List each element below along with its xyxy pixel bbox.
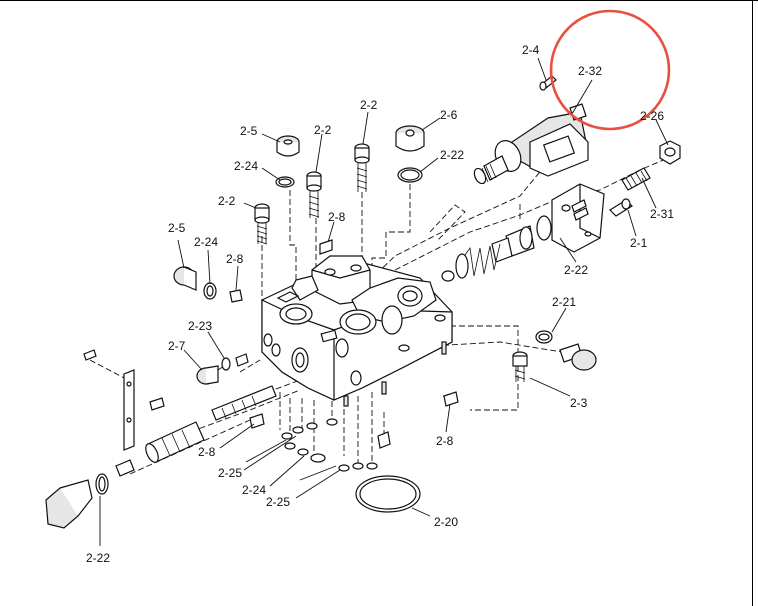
leader-lines — [99, 57, 669, 546]
label-2-24-left: 2-24 — [194, 235, 218, 249]
valve-body — [261, 255, 453, 407]
left-spool-assembly — [45, 349, 277, 529]
top-screws — [254, 125, 425, 255]
label-2-3: 2-3 — [570, 396, 588, 410]
label-2-8-top: 2-8 — [328, 210, 346, 224]
label-2-22-right: 2-22 — [564, 263, 588, 277]
label-2-6: 2-6 — [440, 108, 458, 122]
label-2-8-right: 2-8 — [436, 434, 454, 448]
label-2-5-left: 2-5 — [168, 221, 186, 235]
label-2-25-lower: 2-25 — [266, 495, 290, 509]
label-2-8-bottom-left: 2-8 — [198, 445, 216, 459]
label-2-8-left: 2-8 — [226, 252, 244, 266]
label-2-2-top: 2-2 — [360, 98, 378, 112]
label-2-2-left: 2-2 — [218, 194, 236, 208]
spring-spool-group — [441, 215, 552, 282]
label-2-2-middle: 2-2 — [314, 123, 332, 137]
right-border — [752, 0, 753, 606]
label-2-7: 2-7 — [168, 339, 186, 353]
bottom-seals — [281, 418, 421, 513]
label-2-21: 2-21 — [552, 295, 576, 309]
part-labels: 2-4 2-32 2-26 2-2 2-6 2-5 2-2 2-22 2-24 … — [86, 43, 674, 565]
label-2-25-upper: 2-25 — [218, 466, 242, 480]
solenoid-valve — [473, 103, 589, 185]
label-2-24-top: 2-24 — [234, 159, 258, 173]
part-2-31-stud — [621, 167, 651, 191]
label-2-32: 2-32 — [578, 64, 602, 78]
left-fittings — [173, 266, 249, 385]
label-2-1: 2-1 — [630, 236, 648, 250]
label-2-5-top: 2-5 — [240, 124, 258, 138]
right-fittings — [443, 330, 597, 407]
top-border — [0, 0, 758, 1]
label-2-22-top: 2-22 — [440, 148, 464, 162]
highlight-circle — [549, 9, 671, 131]
label-2-24-bottom: 2-24 — [242, 483, 266, 497]
part-2-26-nut — [659, 140, 681, 165]
cover-plate — [551, 183, 633, 253]
label-2-31: 2-31 — [650, 207, 674, 221]
label-2-26: 2-26 — [640, 109, 664, 123]
label-2-22-bottom: 2-22 — [86, 551, 110, 565]
label-2-20: 2-20 — [434, 515, 458, 529]
label-2-23: 2-23 — [188, 319, 212, 333]
label-2-4: 2-4 — [522, 43, 540, 57]
